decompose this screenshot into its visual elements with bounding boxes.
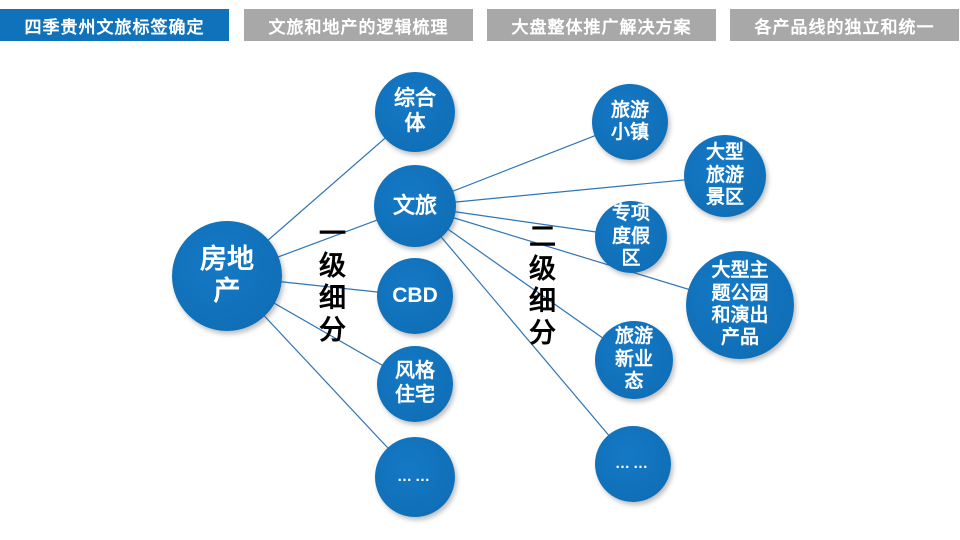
node-label: …… — [615, 455, 651, 473]
node-label: 风格住宅 — [395, 360, 435, 406]
tab-label: 文旅和地产的逻辑梳理 — [268, 17, 449, 37]
caption-level2-subdivision: 二级细分 — [525, 222, 555, 350]
node-ellipsis-level2: …… — [595, 426, 671, 502]
node-complex: 综合体 — [375, 72, 455, 152]
node-label: 大型旅游景区 — [706, 142, 745, 209]
node-label: CBD — [392, 283, 438, 307]
node-label: …… — [397, 468, 433, 486]
node-label: 综合体 — [394, 87, 436, 135]
tab-product-lines[interactable]: 各产品线的独立和统一 — [730, 9, 959, 41]
node-cbd: CBD — [377, 258, 453, 334]
node-label: 房地产 — [200, 244, 254, 306]
tab-logic-analysis[interactable]: 文旅和地产的逻辑梳理 — [244, 9, 473, 41]
node-culture-tourism: 文旅 — [374, 165, 456, 247]
tab-label: 大盘整体推广解决方案 — [511, 17, 692, 37]
node-label: 文旅 — [392, 193, 437, 219]
tab-label: 四季贵州文旅标签确定 — [24, 17, 205, 37]
node-label: 旅游新业态 — [615, 326, 654, 393]
node-label: 旅游小镇 — [611, 99, 650, 143]
node-special-resort: 专项度假区 — [595, 201, 667, 273]
tab-label: 各产品线的独立和统一 — [754, 17, 935, 37]
node-style-residence: 风格住宅 — [377, 346, 453, 422]
tab-label-confirmation[interactable]: 四季贵州文旅标签确定 — [0, 9, 229, 41]
node-tourism-town: 旅游小镇 — [592, 84, 668, 160]
node-theme-park-show: 大型主题公园和演出产品 — [686, 251, 794, 359]
node-ellipsis-level1: …… — [375, 437, 455, 517]
node-large-scenic-area: 大型旅游景区 — [684, 135, 766, 217]
node-real-estate: 房地产 — [172, 221, 282, 331]
node-label: 大型主题公园和演出产品 — [711, 260, 769, 349]
caption-level1-subdivision: 一级细分 — [315, 219, 345, 347]
node-new-tourism-format: 旅游新业态 — [595, 321, 673, 399]
node-label: 专项度假区 — [612, 203, 651, 270]
tab-promotion-solution[interactable]: 大盘整体推广解决方案 — [487, 9, 716, 41]
